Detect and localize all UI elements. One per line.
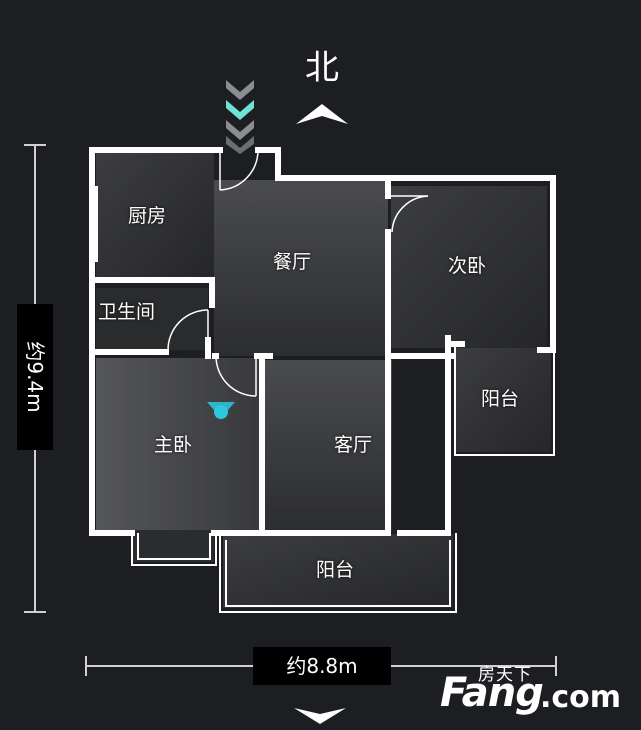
thin-walls (94, 186, 555, 613)
down-arrow-icon[interactable] (292, 706, 348, 726)
vertical-scale-line (24, 144, 46, 613)
room-label-second-bedroom: 次卧 (448, 255, 487, 277)
room-label-balcony-east: 阳台 (481, 388, 520, 410)
vertical-dimension-label: 约9.4m (23, 341, 47, 413)
doors (167, 149, 429, 397)
camera-marker-icon (207, 402, 235, 419)
watermark-suffix: .com (540, 680, 622, 715)
room-fills (96, 152, 551, 608)
horizontal-scale-line (85, 656, 557, 676)
room-label-balcony-south: 阳台 (316, 559, 355, 581)
horizontal-dimension-label: 约8.8m (253, 647, 391, 685)
walls (89, 147, 556, 536)
watermark-logo: 房天下 Fang .com (440, 660, 640, 726)
room-label-bathroom: 卫生间 (98, 301, 156, 323)
room-label-living-room: 客厅 (334, 434, 373, 456)
north-arrow-icon (296, 104, 348, 124)
room-label-master-bedroom: 主卧 (154, 434, 193, 456)
vertical-dimension-box: 约9.4m (17, 304, 53, 450)
room-label-dining: 餐厅 (273, 251, 312, 273)
north-label: 北 (305, 48, 339, 88)
watermark-brand: Fang (440, 670, 544, 716)
entry-chevron-icon (226, 80, 254, 154)
room-label-kitchen: 厨房 (128, 205, 167, 227)
watermark-small-text: 房天下 (478, 665, 532, 685)
